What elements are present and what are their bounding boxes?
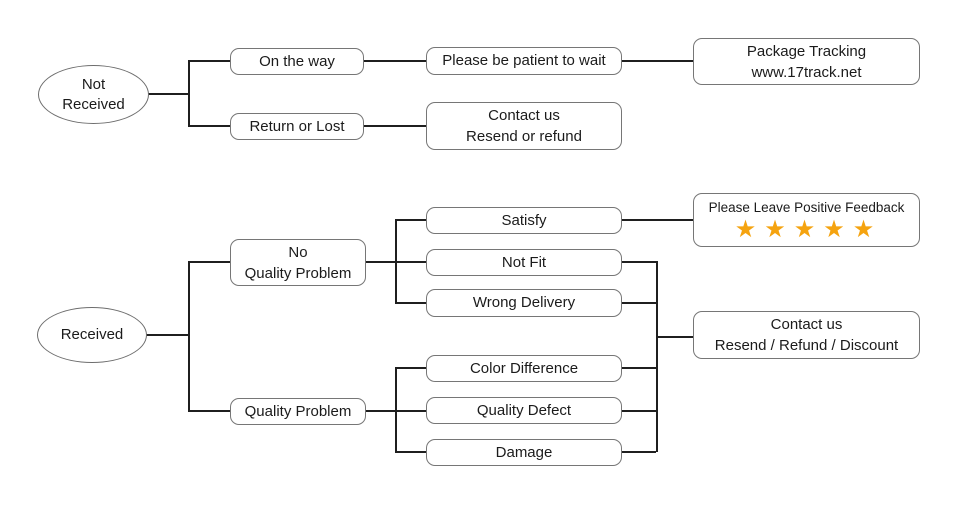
- connector-line: [395, 219, 426, 221]
- connector-line: [395, 261, 426, 263]
- node-label: Please be patient to wait: [442, 52, 606, 69]
- connector-line: [395, 451, 426, 453]
- node-no-quality-problem: No Quality Problem: [230, 239, 366, 286]
- node-label: On the way: [259, 52, 335, 70]
- node-received: Received: [37, 307, 147, 363]
- connector-line: [364, 261, 395, 263]
- connector-line: [362, 60, 426, 62]
- connector-line: [620, 219, 693, 221]
- connector-line: [620, 410, 656, 412]
- node-return-or-lost: Return or Lost: [230, 113, 364, 140]
- connector-line: [145, 334, 188, 336]
- node-color-difference: Color Difference: [426, 355, 622, 382]
- connector-line: [188, 410, 230, 412]
- connector-line: [147, 93, 188, 95]
- connector-line: [620, 367, 656, 369]
- connector-line: [188, 125, 230, 127]
- node-positive-feedback: Please Leave Positive Feedback ★★★★★: [693, 193, 920, 247]
- node-label: Quality Problem: [244, 402, 352, 420]
- node-label: Satisfy: [501, 211, 547, 229]
- star-rating-icon: ★★★★★: [734, 216, 883, 243]
- tracking-url: www.17track.net: [751, 63, 862, 81]
- node-not-fit: Not Fit: [426, 249, 622, 276]
- node-quality-problem: Quality Problem: [230, 398, 366, 425]
- node-label: Not Fit: [501, 253, 547, 271]
- node-label: Color Difference: [469, 359, 579, 377]
- connector-line: [620, 261, 656, 263]
- node-label: Quality Problem: [244, 264, 352, 282]
- connector-line: [188, 261, 190, 410]
- connector-line: [620, 302, 656, 304]
- connector-line: [620, 60, 693, 62]
- node-label: Contact us: [488, 107, 560, 124]
- node-label: Resend or refund: [466, 128, 582, 145]
- node-label: Package Tracking: [746, 42, 867, 60]
- node-wrong-delivery: Wrong Delivery: [426, 289, 622, 317]
- node-quality-defect: Quality Defect: [426, 397, 622, 424]
- node-contact-us-resend-refund: Contact us Resend or refund: [426, 102, 622, 150]
- connector-line: [395, 302, 426, 304]
- node-label: Resend / Refund / Discount: [714, 337, 899, 354]
- connector-line: [188, 60, 230, 62]
- node-label: Not: [81, 75, 106, 93]
- node-label: Wrong Delivery: [472, 294, 576, 311]
- connector-line: [620, 451, 656, 453]
- node-label: No: [288, 243, 308, 261]
- node-on-the-way: On the way: [230, 48, 364, 75]
- connector-line: [395, 367, 426, 369]
- node-label: Received: [62, 95, 125, 113]
- connector-line: [188, 60, 190, 125]
- node-package-tracking: Package Tracking www.17track.net: [693, 38, 920, 85]
- node-label: Please Leave Positive Feedback: [708, 200, 905, 215]
- node-label: Received: [60, 326, 124, 343]
- node-label: Damage: [495, 443, 553, 461]
- connector-line: [188, 261, 230, 263]
- connector-line: [395, 410, 426, 412]
- node-label: Contact us: [770, 316, 843, 333]
- connector-line: [362, 125, 426, 127]
- node-satisfy: Satisfy: [426, 207, 622, 234]
- connector-line: [656, 261, 658, 452]
- connector-line: [395, 219, 397, 302]
- node-label: Return or Lost: [249, 117, 345, 135]
- connector-line: [364, 410, 395, 412]
- node-please-be-patient: Please be patient to wait: [426, 47, 622, 75]
- node-label: Quality Defect: [476, 401, 572, 419]
- connector-line: [395, 367, 397, 452]
- node-damage: Damage: [426, 439, 622, 466]
- node-not-received: Not Received: [38, 65, 149, 124]
- node-contact-us-resend-refund-discount: Contact us Resend / Refund / Discount: [693, 311, 920, 359]
- connector-line: [656, 336, 693, 338]
